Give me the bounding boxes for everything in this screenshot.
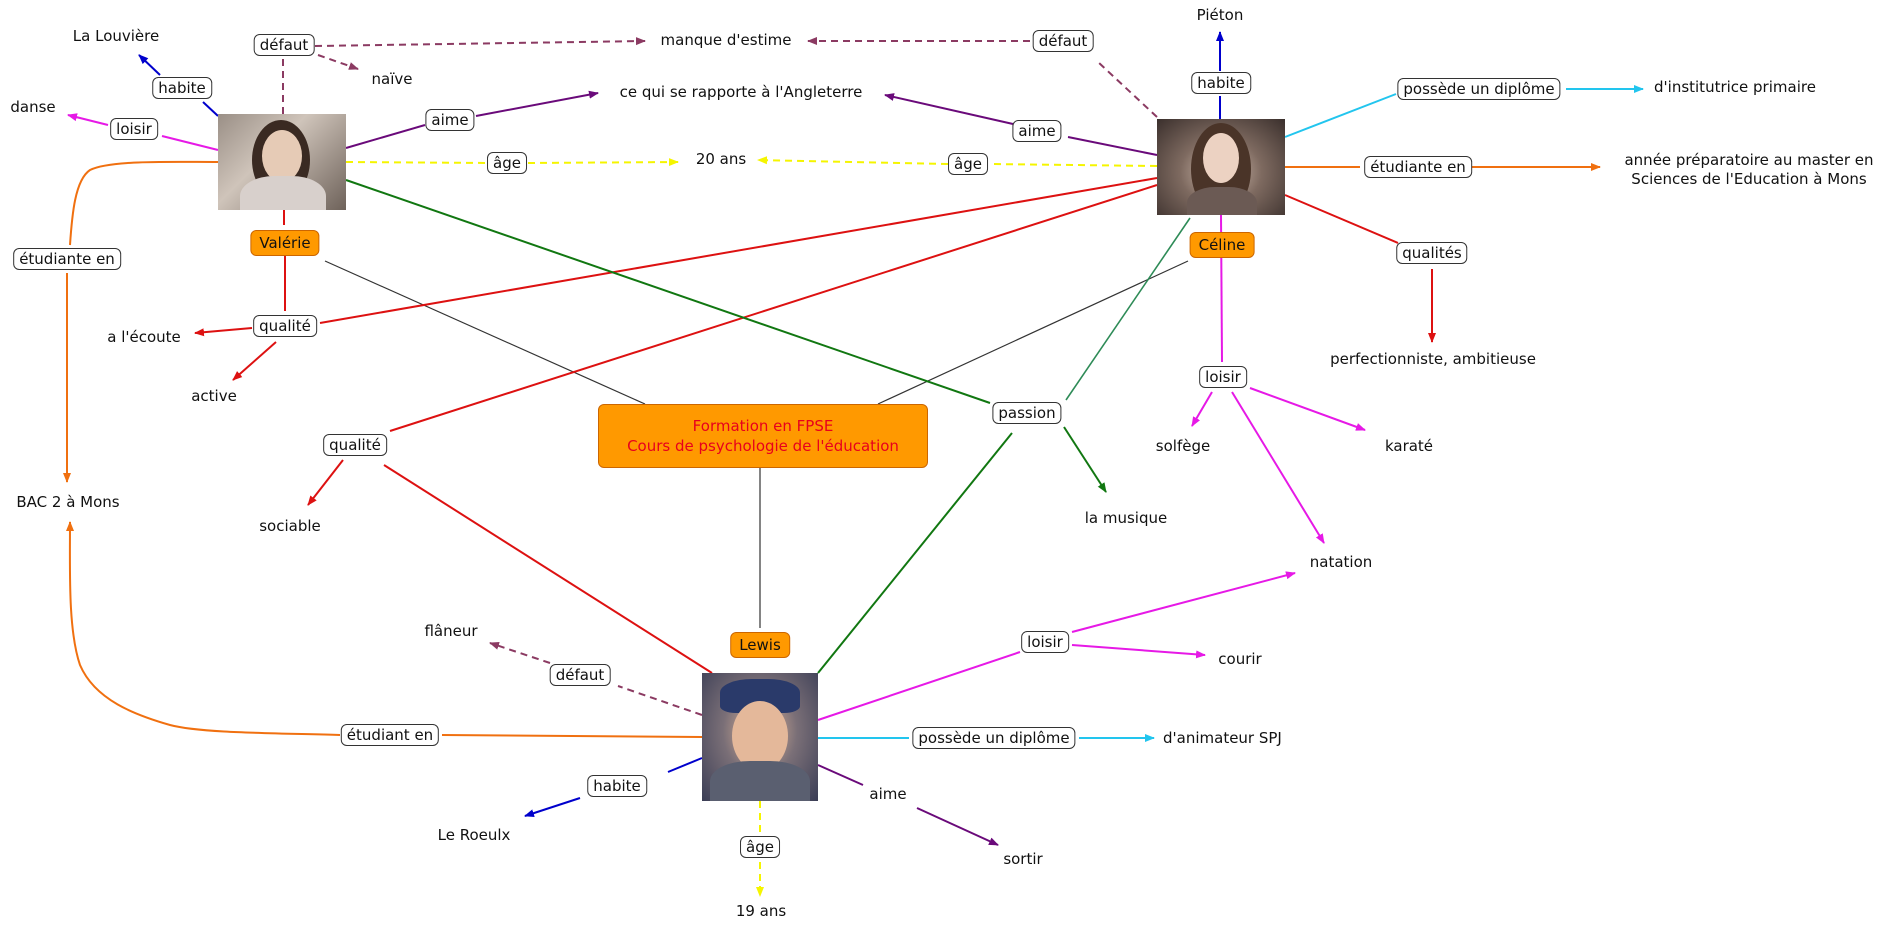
person-valerie[interactable]: Valérie (250, 230, 320, 256)
link-label-aime-lewis[interactable]: aime (869, 785, 907, 803)
link-label-habite-celine[interactable]: habite (1191, 72, 1251, 94)
node-a-l-ecoute[interactable]: a l'écoute (107, 328, 181, 346)
node-natation[interactable]: natation (1309, 553, 1373, 571)
link-label-defaut-valerie[interactable]: défaut (253, 34, 315, 56)
lewis-photo (702, 673, 818, 801)
node-solfege[interactable]: solfège (1155, 437, 1211, 455)
node-courir[interactable]: courir (1218, 650, 1262, 668)
link-label-loisir-celine[interactable]: loisir (1199, 366, 1247, 388)
node-20-ans[interactable]: 20 ans (695, 150, 747, 168)
node-institutrice[interactable]: d'institutrice primaire (1654, 78, 1816, 96)
center-topic[interactable]: Formation en FPSE Cours de psychologie d… (598, 404, 928, 468)
link-label-aime-valerie[interactable]: aime (425, 109, 475, 131)
center-topic-line1: Formation en FPSE (692, 417, 834, 435)
node-le-roeulx[interactable]: Le Roeulx (437, 826, 511, 844)
node-annee-prep-line2[interactable]: Sciences de l'Education à Mons (1631, 170, 1867, 188)
link-label-habite-valerie[interactable]: habite (152, 77, 212, 99)
link-label-etudiante-celine[interactable]: étudiante en (1364, 156, 1472, 178)
person-lewis[interactable]: Lewis (730, 632, 790, 658)
node-animateur[interactable]: d'animateur SPJ (1163, 729, 1282, 747)
node-annee-prep-line1[interactable]: année préparatoire au master en (1624, 151, 1874, 169)
link-label-defaut-celine[interactable]: défaut (1032, 30, 1094, 52)
node-19-ans[interactable]: 19 ans (735, 902, 787, 920)
link-label-etudiante-valerie[interactable]: étudiante en (13, 248, 121, 270)
center-topic-line2: Cours de psychologie de l'éducation (627, 437, 899, 455)
link-label-qualites-celine[interactable]: qualités (1396, 242, 1468, 264)
node-manque-estime[interactable]: manque d'estime (660, 31, 792, 49)
link-label-age-valerie[interactable]: âge (487, 152, 527, 174)
node-active[interactable]: active (191, 387, 237, 405)
node-la-louviere[interactable]: La Louvière (72, 27, 160, 45)
link-label-age-lewis[interactable]: âge (740, 836, 780, 858)
link-label-diplome-celine[interactable]: possède un diplôme (1397, 78, 1561, 100)
person-celine[interactable]: Céline (1189, 232, 1255, 258)
celine-photo (1157, 119, 1285, 215)
link-label-qualite-valerie[interactable]: qualité (253, 315, 317, 337)
node-sociable[interactable]: sociable (259, 517, 321, 535)
node-pieton[interactable]: Piéton (1196, 6, 1244, 24)
link-label-passion[interactable]: passion (992, 402, 1062, 424)
link-label-habite-lewis[interactable]: habite (587, 775, 647, 797)
node-naive[interactable]: naïve (371, 70, 413, 88)
node-karate[interactable]: karaté (1384, 437, 1434, 455)
node-perfectionniste[interactable]: perfectionniste, ambitieuse (1330, 350, 1536, 368)
link-label-loisir-lewis[interactable]: loisir (1021, 631, 1069, 653)
node-la-musique[interactable]: la musique (1084, 509, 1168, 527)
link-label-defaut-lewis[interactable]: défaut (549, 664, 611, 686)
link-label-etudiant-lewis[interactable]: étudiant en (340, 724, 440, 746)
node-danse[interactable]: danse (10, 98, 56, 116)
link-label-loisir-valerie[interactable]: loisir (110, 118, 158, 140)
node-flaneur[interactable]: flâneur (424, 622, 478, 640)
link-label-age-celine[interactable]: âge (948, 153, 988, 175)
node-bac2-mons[interactable]: BAC 2 à Mons (16, 493, 120, 511)
valerie-photo (218, 114, 346, 210)
node-angleterre[interactable]: ce qui se rapporte à l'Angleterre (619, 83, 863, 101)
link-label-diplome-lewis[interactable]: possède un diplôme (912, 727, 1076, 749)
link-label-qualite-shared[interactable]: qualité (323, 434, 387, 456)
node-sortir[interactable]: sortir (1003, 850, 1043, 868)
link-label-aime-celine[interactable]: aime (1012, 120, 1062, 142)
